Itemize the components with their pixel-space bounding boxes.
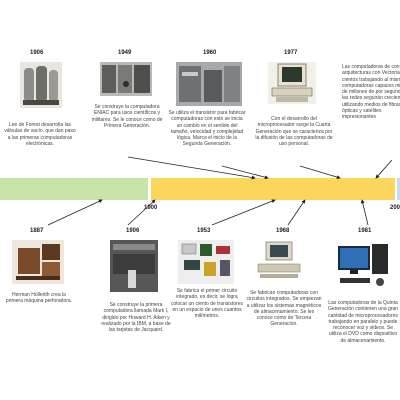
hollerith-machine-photo	[12, 240, 64, 284]
event-description: Se construye la primera computadora llam…	[101, 302, 171, 334]
event-year: 1960	[203, 50, 217, 56]
event-description: Herman Hollerith crea la primera máquina…	[5, 292, 73, 305]
arrow-1953	[211, 199, 276, 226]
event-year: 1949	[118, 50, 132, 56]
mark-i-photo	[110, 240, 158, 292]
event-description: Se utiliza el transistor para fabricar c…	[168, 110, 246, 148]
event-year: 1968	[276, 228, 290, 234]
axis-label-200x: 200	[390, 205, 400, 211]
event-year: 1906	[30, 50, 44, 56]
event-description: Se construye la computadora ENIAC para u…	[91, 104, 163, 129]
axis-label-1900: 1900	[144, 205, 158, 211]
pc-computer-photo	[268, 62, 316, 104]
eniac-photo	[100, 62, 152, 96]
third-gen-computer-photo	[254, 240, 304, 282]
modern-desktop-photo	[336, 240, 394, 292]
event-description: Lee de Forest desarrolla las válvulas de…	[4, 122, 76, 147]
event-year: 1977	[284, 50, 298, 56]
event-description: Con el desarrollo del microprocesador su…	[255, 116, 333, 148]
event-year: 1981	[358, 228, 372, 234]
arrow-1977	[299, 165, 341, 179]
arrow-1960	[221, 165, 269, 180]
event-description: Se fabrican computadoras con circuitos i…	[246, 290, 322, 328]
event-year: 1953	[197, 228, 211, 234]
event-description: Las computadoras de con arquitecturas co…	[342, 64, 400, 121]
event-description: Se fabrica el primer circuito integrado,…	[171, 288, 243, 320]
arrow-1968	[287, 199, 306, 226]
transistor-computer-photo	[176, 62, 242, 106]
arrow-1949	[127, 156, 256, 180]
event-year: 1906	[126, 228, 140, 234]
arrow-1981	[360, 199, 369, 226]
timeline-bar-green	[0, 178, 148, 200]
vacuum-tube-photo	[20, 62, 62, 108]
timeline-bar-yellow	[151, 178, 395, 200]
integrated-circuit-photo	[178, 240, 234, 284]
timeline-bar-blue	[397, 178, 400, 200]
event-year: 1887	[30, 228, 44, 234]
event-description: Las computadoras de la Quinta Generación…	[327, 300, 399, 344]
arrow-1887	[47, 199, 103, 226]
arrow-future	[375, 159, 393, 179]
arrow-1906b	[127, 199, 156, 226]
